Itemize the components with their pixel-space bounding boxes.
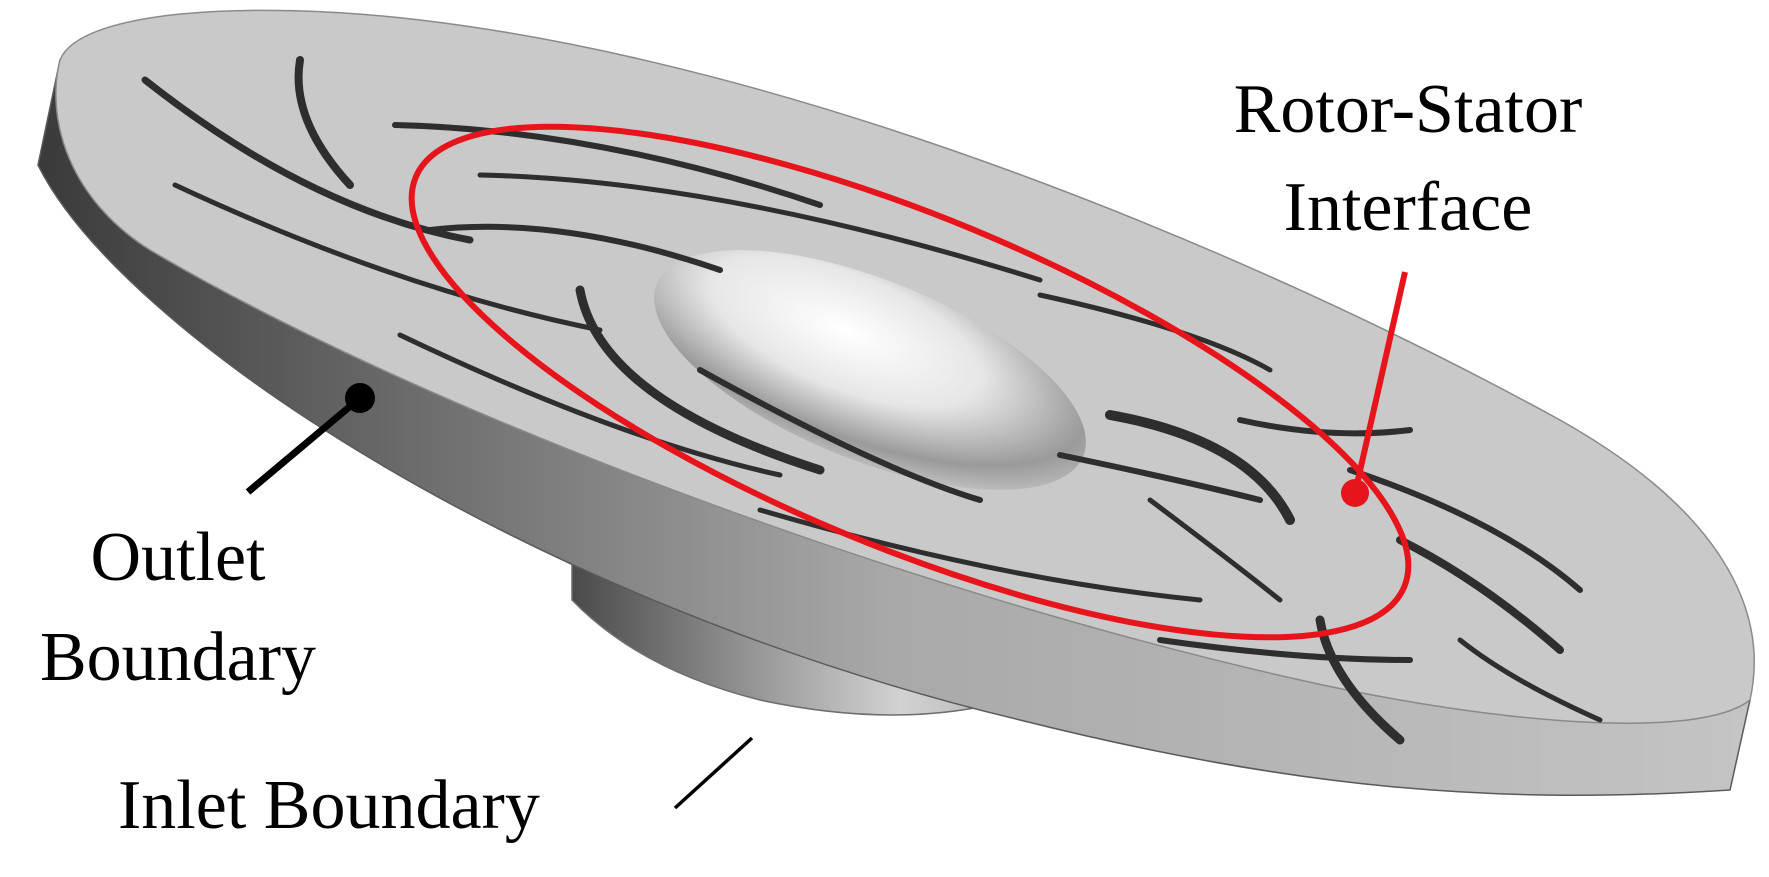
interface-leader-line — [1352, 271, 1408, 494]
outlet-leader — [245, 383, 375, 495]
interface-label-line2: Interface — [1284, 169, 1533, 246]
outlet-marker-dot — [345, 383, 375, 413]
inlet-leader — [673, 736, 754, 810]
rotor-stator-interface — [408, 123, 1412, 641]
interface-label-line1: Rotor-Stator — [1234, 71, 1583, 148]
hub-dome — [654, 250, 1086, 490]
blade-slots — [141, 56, 1603, 745]
outlet-label-line2: Boundary — [40, 619, 316, 696]
inlet-label: Inlet Boundary — [118, 767, 540, 844]
interface-marker-dot — [1341, 479, 1369, 507]
outlet-label-line1: Outlet — [91, 519, 267, 596]
